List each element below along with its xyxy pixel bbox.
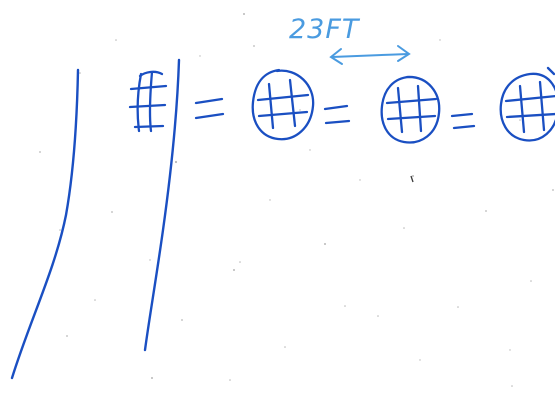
hash-symbol-boxed bbox=[128, 70, 168, 133]
double-headed-arrow bbox=[329, 45, 411, 65]
circled-hash-symbol bbox=[499, 66, 555, 142]
paper-speckles bbox=[39, 13, 554, 387]
circled-hash-symbol bbox=[380, 75, 441, 144]
equals-sign bbox=[194, 97, 225, 120]
right-vertical-line bbox=[143, 58, 181, 352]
left-vertical-line bbox=[10, 68, 80, 380]
equals-sign bbox=[450, 112, 476, 130]
dimension-label: 23FT bbox=[289, 14, 361, 45]
equals-sign bbox=[323, 104, 351, 125]
pen-tick-mark bbox=[410, 175, 414, 183]
circled-hash-symbol bbox=[251, 68, 315, 141]
